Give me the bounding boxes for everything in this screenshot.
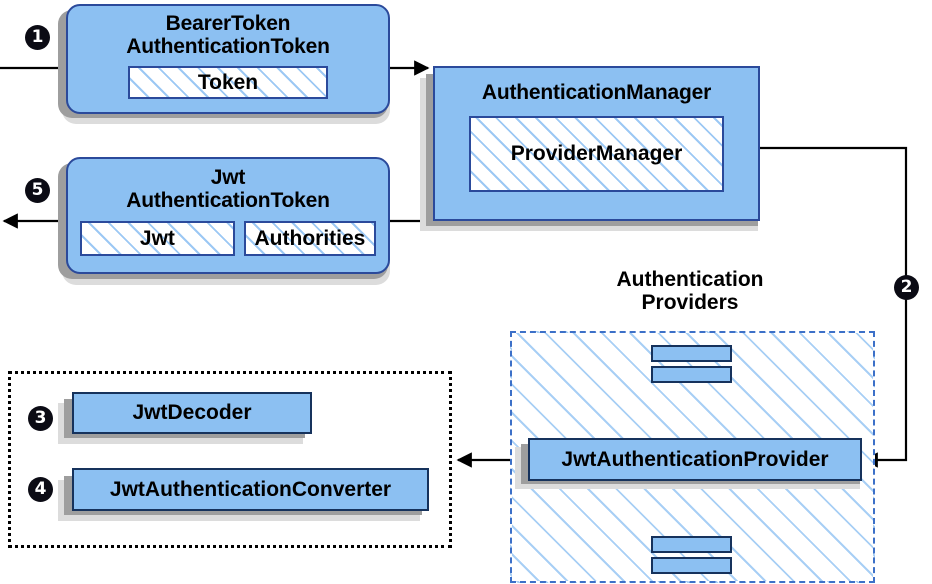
bearer-token-slot-row: Token: [68, 66, 388, 100]
jwt-authentication-token-node[interactable]: Jwt AuthenticationToken Jwt Authorities: [66, 157, 390, 274]
token-slot[interactable]: Token: [128, 66, 328, 100]
step-marker-4: 4: [28, 477, 53, 502]
authorities-slot[interactable]: Authorities: [243, 221, 376, 257]
jwt-slot[interactable]: Jwt: [80, 221, 235, 257]
provider-stub-top-2: [651, 366, 732, 383]
jwt-authentication-provider-node[interactable]: JwtAuthenticationProvider: [528, 438, 862, 481]
provider-stub-bottom-2: [651, 557, 732, 574]
provider-stub-top-1: [651, 345, 732, 362]
jwt-decoder-node[interactable]: JwtDecoder: [72, 392, 312, 434]
authentication-manager-node[interactable]: AuthenticationManager ProviderManager: [433, 66, 760, 221]
authentication-manager-slot-row: ProviderManager: [435, 115, 758, 192]
step-marker-3: 3: [28, 406, 53, 431]
provider-stub-bottom-1: [651, 536, 732, 553]
bearer-token-title: BearerToken AuthenticationToken: [126, 12, 330, 58]
step-marker-5: 5: [25, 178, 50, 203]
bearer-token-authentication-token-node[interactable]: BearerToken AuthenticationToken Token: [66, 4, 390, 114]
jwt-authentication-converter-node[interactable]: JwtAuthenticationConverter: [72, 468, 429, 511]
step-marker-1: 1: [25, 25, 50, 50]
jwt-token-slot-row: Jwt Authorities: [68, 221, 388, 257]
step-marker-2: 2: [894, 275, 919, 300]
arrow-manager-to-provider: [760, 146, 908, 468]
jwt-token-title: Jwt AuthenticationToken: [126, 166, 330, 212]
provider-manager-slot[interactable]: ProviderManager: [469, 115, 724, 192]
authentication-manager-title: AuthenticationManager: [481, 81, 712, 104]
authentication-providers-label: Authentication Providers: [616, 268, 764, 315]
jwt-support-group: [8, 371, 452, 548]
